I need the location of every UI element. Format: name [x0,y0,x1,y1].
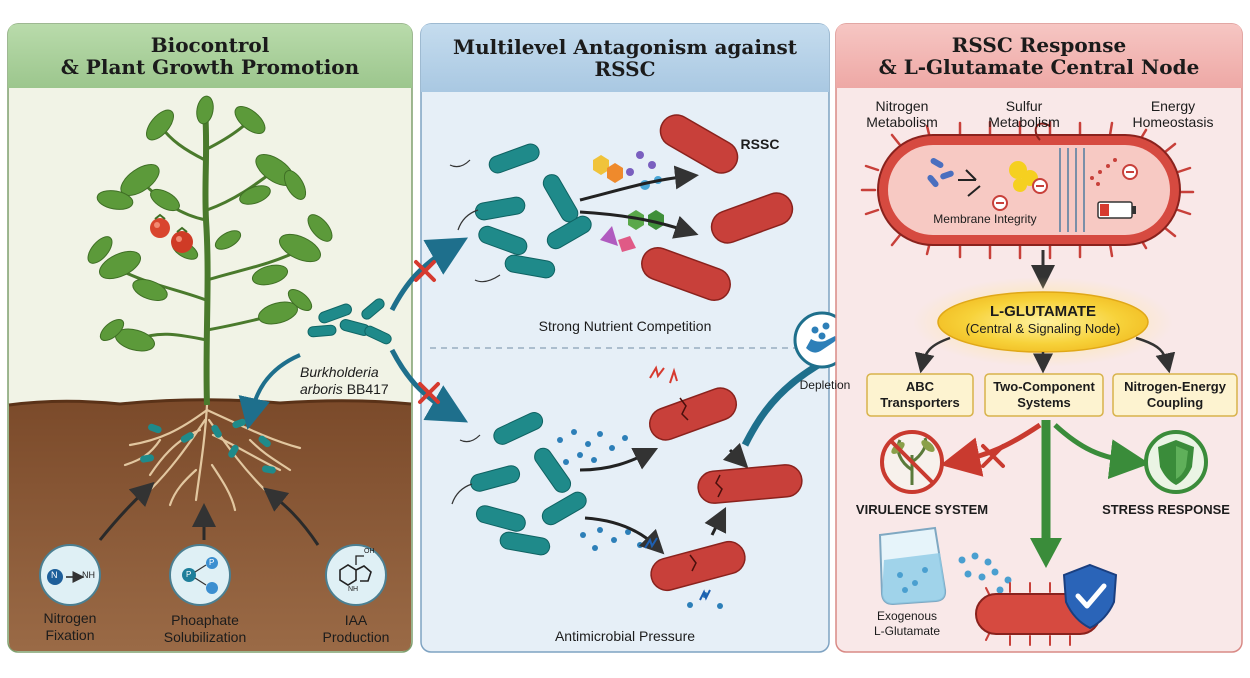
kill-arrows [579,442,749,555]
outcome-arrows [940,420,1150,568]
exogenous-line1: Exogenous [876,609,938,623]
trait-label-nitrogen: Nitrogen Fixation [20,610,120,644]
trait-label-phosphate: Phoaphate Solubilization [145,612,265,646]
trait-phosphate-line1: Phoaphate [171,612,239,628]
stress-label: STRESS RESPONSE [1102,502,1230,517]
tomato-plant [87,95,333,406]
teal-bacteria-bottom [451,412,587,556]
metabolism-nitrogen-line2: Metabolism [866,114,938,130]
damaged-pathogens [648,387,803,592]
membrane-label: Membrane Integrity [933,212,1037,226]
trait-label-iaa: IAA Production [306,612,406,646]
teal-bacteria-top [449,143,592,283]
rssc-label: RSSC [740,136,780,152]
box-nitrogen-energy-line2: Coupling [1146,395,1204,410]
exogenous-label: Exogenous L-Glutamate [852,609,962,639]
trait-arrows [98,481,320,546]
box-nitrogen-energy-line1: Nitrogen-Energy [1124,379,1226,394]
lightning-marks [644,365,711,601]
middle-title-line1: Multilevel Antagonism against [453,35,797,59]
burkholderia-cluster [307,298,392,345]
beaker-icon [878,526,947,606]
left-panel-title: Biocontrol & Plant Growth Promotion [8,34,412,78]
depletion-label: Depletion [799,378,851,392]
colonization-arrow [238,353,301,430]
trait-phosphate-line2: Solubilization [163,629,247,645]
iaa-nh: NH [348,586,359,593]
metabolism-sulfur-line2: Metabolism [988,114,1060,130]
right-title-line2: & L-Glutamate Central Node [878,55,1200,79]
competition-label: Strong Nutrient Competition [538,318,712,334]
phosphate-left: P [186,570,192,579]
middle-panel-title: Multilevel Antagonism against RSSC [421,36,829,80]
pressure-label: Antimicrobial Pressure [554,628,696,644]
exogenous-line2: L-Glutamate [873,624,941,638]
metabolism-energy-line2: Homeostasis [1132,114,1214,130]
box-two-component-line2: Systems [1017,395,1071,410]
stress-shield-icon [1144,430,1208,494]
left-title-line2: & Plant Growth Promotion [60,55,360,79]
middle-title-line2: RSSC [594,57,656,81]
metabolism-energy-line1: Energy [1150,98,1196,114]
metabolism-sulfur-line1: Sulfur [1005,98,1043,114]
glutamate-subtitle: (Central & Signaling Node) [965,321,1121,336]
trait-nitrogen-line1: Nitrogen [43,610,97,626]
box-abc-transporters: ABC Transporters [867,379,973,411]
box-abc-line1: ABC [905,379,935,394]
node-branch-arrows [914,336,1176,374]
organism-species-line: arboris BB417 [300,381,408,398]
box-abc-line2: Transporters [880,395,960,410]
virulence-label: VIRULENCE SYSTEM [855,502,989,517]
box-nitrogen-energy: Nitrogen-Energy Coupling [1113,379,1237,411]
tomato-fruits [150,213,193,253]
trait-iaa-line1: IAA [344,612,368,628]
organism-strain: BB417 [346,381,389,397]
metabolism-energy: Energy Homeostasis [1118,98,1228,130]
n2-formula: N [51,570,58,580]
metabolism-nitrogen: Nitrogen Metabolism [852,98,952,130]
rssc-pathogens-top [641,114,794,302]
antagonism-arrows [389,237,469,423]
trait-icons [39,544,387,606]
organism-label: Burkholderia arboris BB417 [300,364,408,398]
right-title-line1: RSSC Response [951,33,1127,57]
metabolism-nitrogen-line1: Nitrogen [875,98,929,114]
iaa-oh: OH [364,548,375,555]
organism-species: arboris [300,381,343,397]
box-two-component: Two-Component Systems [985,379,1103,411]
trait-iaa-line2: Production [322,629,390,645]
efflux-arrow [1034,122,1051,141]
glutamate-node [913,277,1173,367]
left-panel-bg [7,23,413,653]
mechanism-boxes [866,373,1238,417]
glutamate-title: L-GLUTAMATE [989,303,1097,320]
glutamate-dots [958,552,1012,594]
middle-panel-bg [420,23,830,653]
virulence-prohibited-icon [880,430,944,494]
organism-genus: Burkholderia [300,364,379,380]
phosphate-right: P [209,558,215,567]
right-panel-title: RSSC Response & L-Glutamate Central Node [836,34,1242,78]
nh3-formula: NH [82,570,95,580]
antimicrobial-dots [557,429,723,609]
competition-arrows [579,165,699,239]
metabolism-sulfur: Sulfur Metabolism [974,98,1074,130]
box-two-component-line1: Two-Component [993,379,1095,394]
plant-roots [123,403,302,512]
rssc-cell-protected [975,563,1118,646]
rssc-cell-large [860,120,1195,260]
left-title-line1: Biocontrol [150,33,270,57]
trait-nitrogen-line2: Fixation [45,627,95,643]
